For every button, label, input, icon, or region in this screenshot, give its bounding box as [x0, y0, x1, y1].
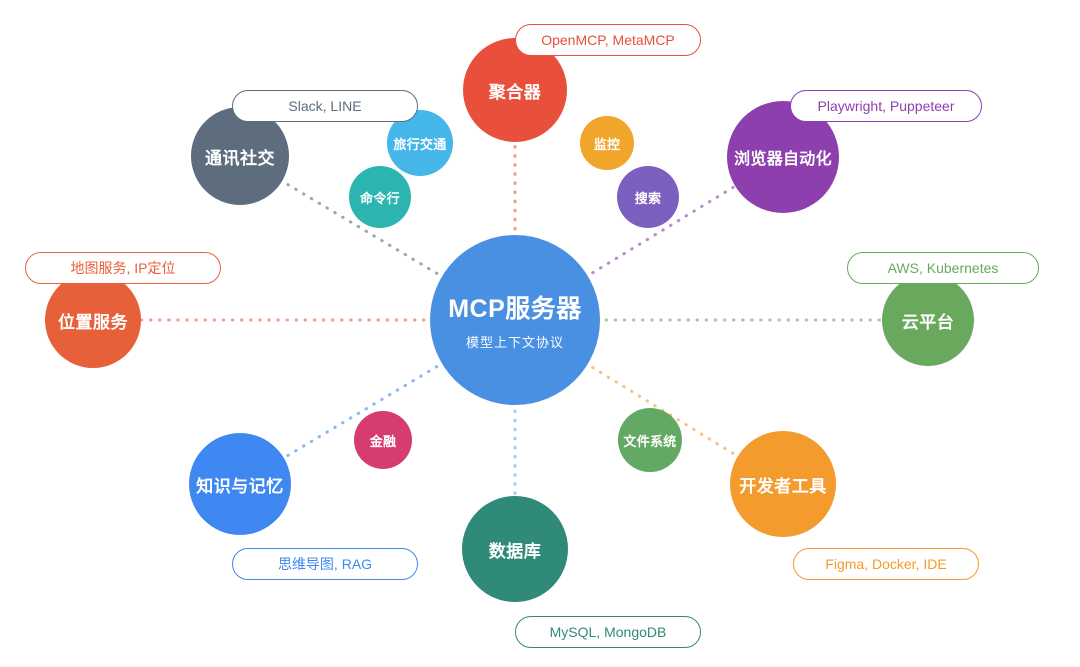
node-file-system-label: 文件系统	[623, 433, 677, 449]
node-search-label: 搜索	[634, 190, 662, 206]
node-browser-automation-label: 浏览器自动化	[734, 151, 832, 168]
mcp-server-title: MCP服务器	[448, 295, 582, 323]
node-command-line: 命令行	[349, 166, 411, 228]
pill-communication-examples: Slack, LINE	[232, 90, 418, 122]
mcp-server-subtitle: 模型上下文协议	[465, 335, 564, 350]
pill-devtools-examples: Figma, Docker, IDE	[793, 548, 979, 580]
pill-devtools-examples-label: Figma, Docker, IDE	[825, 556, 947, 572]
pill-cloud-examples: AWS, Kubernetes	[847, 252, 1039, 284]
node-cloud-platform-label: 云平台	[901, 312, 955, 332]
node-monitoring-label: 监控	[593, 136, 621, 152]
node-knowledge-memory-label: 知识与记忆	[196, 476, 284, 496]
node-location-services: 位置服务	[45, 272, 141, 368]
node-travel-transport-label: 旅行交通	[393, 136, 447, 152]
node-aggregator-label: 聚合器	[488, 82, 542, 102]
pill-aggregator-examples-label: OpenMCP, MetaMCP	[541, 32, 675, 48]
pill-location-examples-label: 地图服务, IP定位	[70, 260, 176, 276]
pill-aggregator-examples: OpenMCP, MetaMCP	[515, 24, 701, 56]
node-mcp-server: MCP服务器 模型上下文协议	[430, 235, 600, 405]
pill-cloud-examples-label: AWS, Kubernetes	[887, 260, 999, 276]
node-developer-tools-label: 开发者工具	[739, 476, 827, 496]
node-location-services-label: 位置服务	[58, 312, 128, 332]
pill-database-examples-label: MySQL, MongoDB	[549, 624, 667, 640]
node-finance-label: 金融	[369, 433, 397, 449]
node-database: 数据库	[462, 496, 568, 602]
node-communication-social-label: 通讯社交	[205, 148, 275, 168]
pill-knowledge-examples: 思维导图, RAG	[232, 548, 418, 580]
node-cloud-platform: 云平台	[882, 274, 974, 366]
pill-location-examples: 地图服务, IP定位	[25, 252, 221, 284]
pill-database-examples: MySQL, MongoDB	[515, 616, 701, 648]
pill-browser-automation-examples: Playwright, Puppeteer	[790, 90, 982, 122]
node-command-line-label: 命令行	[360, 190, 400, 206]
node-developer-tools: 开发者工具	[730, 431, 836, 537]
node-monitoring: 监控	[580, 116, 634, 170]
node-communication-social: 通讯社交	[191, 107, 289, 205]
node-search: 搜索	[617, 166, 679, 228]
node-file-system: 文件系统	[618, 408, 682, 472]
pill-browser-automation-examples-label: Playwright, Puppeteer	[817, 98, 955, 114]
pill-communication-examples-label: Slack, LINE	[288, 98, 362, 114]
pill-knowledge-examples-label: 思维导图, RAG	[277, 556, 373, 572]
node-finance: 金融	[354, 411, 412, 469]
node-knowledge-memory: 知识与记忆	[189, 433, 291, 535]
node-database-label: 数据库	[488, 541, 542, 561]
